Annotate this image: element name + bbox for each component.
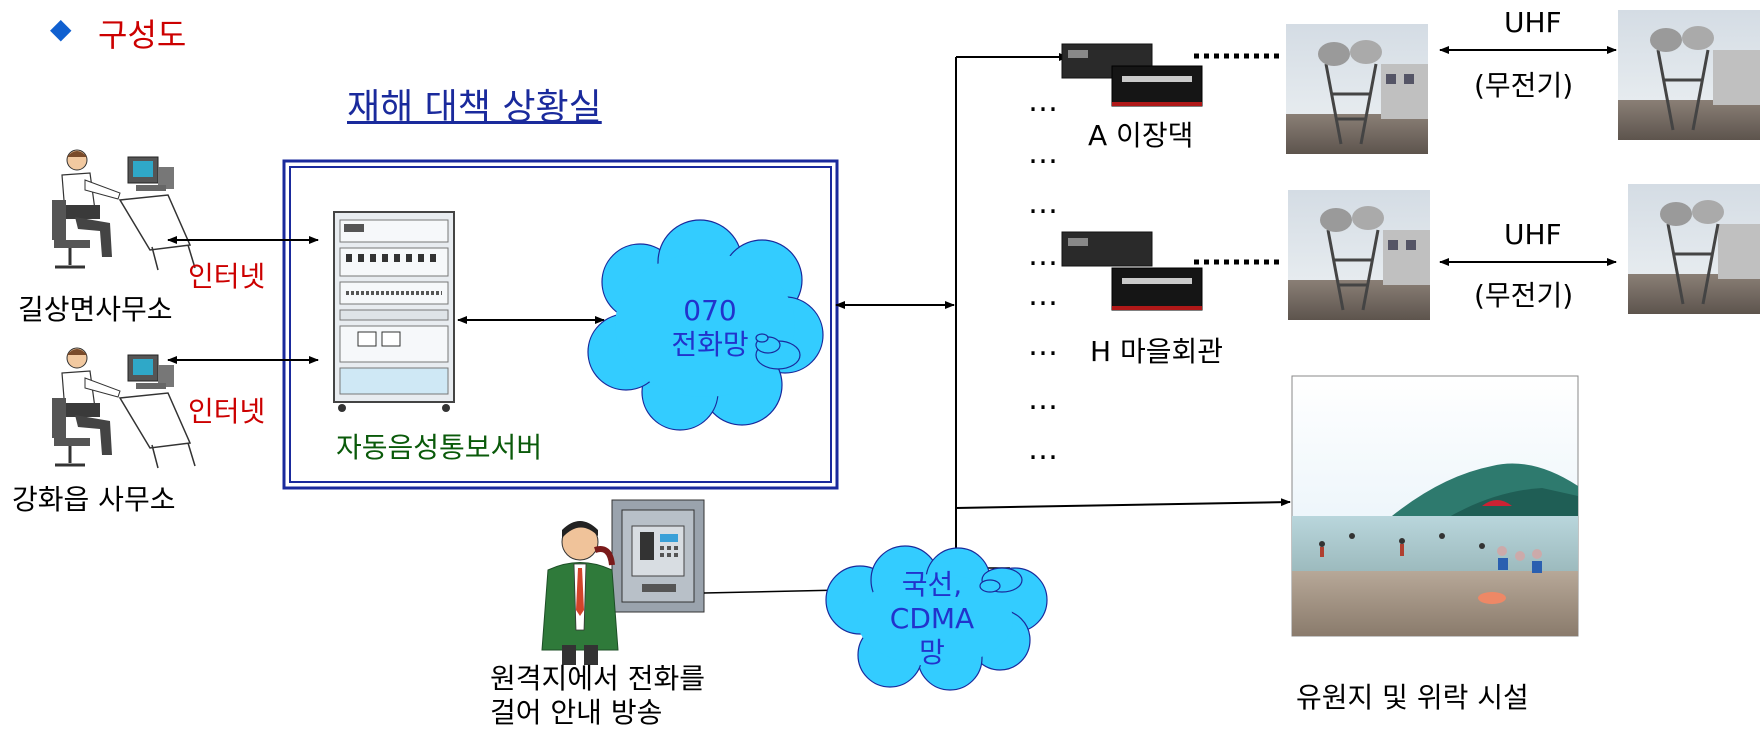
ellipsis-mark: … <box>1028 186 1058 221</box>
ellipsis-mark: … <box>1028 238 1058 273</box>
office-label-2: 강화읍 사무소 <box>12 483 176 516</box>
phone-network-cloud <box>587 219 824 431</box>
caller-caption: 원격지에서 전화를 걸어 안내 방송 <box>490 662 705 730</box>
cdma-label-line-1: 국선, <box>901 568 963 601</box>
broadcast-device-icon <box>1061 231 1203 311</box>
cloud-label-line-1: 070 <box>683 294 737 327</box>
uhf-label-2: UHF <box>1504 218 1562 251</box>
ellipsis-mark: … <box>1028 278 1058 313</box>
broadcast-device-icon <box>1061 43 1203 107</box>
caller-caption-line-1: 원격지에서 전화를 <box>490 662 705 695</box>
uhf-sub-label-1: (무전기) <box>1474 69 1574 102</box>
internet-label-2: 인터넷 <box>188 395 266 428</box>
control-room-box-outer <box>282 159 839 490</box>
station-h-label: H 마을회관 <box>1090 335 1223 368</box>
ellipsis-mark: … <box>1028 382 1058 417</box>
control-room-box-inner <box>289 166 832 483</box>
siren-tower-photo <box>1288 190 1430 320</box>
cdma-label-line-2: CDMA <box>889 602 975 635</box>
caller-person-icon <box>541 521 619 665</box>
cdma-label-line-3: 망 <box>919 636 945 669</box>
control-room-title: 재해 대책 상황실 <box>347 87 602 128</box>
resort-beach-photo <box>1291 375 1579 637</box>
caller-caption-line-2: 걸어 안내 방송 <box>490 696 663 729</box>
office-worker-icon <box>52 149 196 271</box>
resort-caption: 유원지 및 위락 시설 <box>1296 681 1529 714</box>
uhf-label-1: UHF <box>1504 6 1562 39</box>
server-label: 자동음성통보서버 <box>336 431 543 464</box>
cloud-label-line-2: 전화망 <box>671 328 749 361</box>
ellipsis-mark: … <box>1028 84 1058 119</box>
header-bullet-icon: ◆ <box>50 12 72 45</box>
internet-label-1: 인터넷 <box>188 260 266 293</box>
server-rack-icon <box>333 211 455 412</box>
payphone-line <box>703 589 843 594</box>
office-label-1: 길상면사무소 <box>18 293 173 326</box>
ellipsis-mark: … <box>1028 328 1058 363</box>
phone-network-cloud-label: 070 전화망 <box>650 294 770 362</box>
siren-tower-photo <box>1618 10 1760 140</box>
page-title: 구성도 <box>98 16 187 54</box>
siren-tower-photo <box>1286 24 1428 154</box>
resort-arrow <box>955 498 1291 509</box>
cdma-network-cloud <box>825 545 1048 691</box>
ellipsis-mark: … <box>1028 432 1058 467</box>
office-worker-icon <box>52 347 196 469</box>
ellipsis-mark: … <box>1028 136 1058 171</box>
payphone-booth-icon <box>611 499 705 613</box>
cdma-cloud-label: 국선, CDMA 망 <box>872 568 992 670</box>
uhf-sub-label-2: (무전기) <box>1474 279 1574 312</box>
station-a-label: A 이장댁 <box>1088 119 1194 152</box>
siren-tower-photo <box>1628 184 1760 314</box>
